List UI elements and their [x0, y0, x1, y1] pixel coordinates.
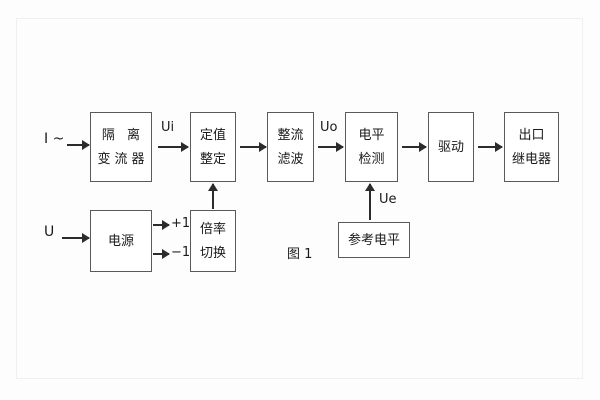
block-line: 切换: [199, 245, 226, 261]
arrow-rail-positive: [153, 224, 169, 226]
signal-label-ue: Ue: [379, 192, 397, 207]
block-line: 隔 离: [101, 127, 145, 143]
block-line: 驱动: [437, 139, 464, 155]
arrow-reference-to-level-detect: [369, 184, 371, 220]
block-setting-adjust: 定值 整定: [190, 112, 236, 182]
arrow-rectify-to-level: [318, 146, 343, 148]
arrow-drive-to-output-relay: [478, 146, 502, 148]
signal-label-uo: Uo: [320, 120, 338, 135]
block-line: 定值: [199, 127, 226, 143]
block-line: 整定: [199, 151, 226, 167]
block-line: 电平: [358, 127, 385, 143]
block-multiplier-switch: 倍率 切换: [190, 210, 236, 272]
figure-caption: 图 1: [287, 247, 313, 262]
block-power-supply: 电源: [90, 210, 152, 272]
figure-frame: [16, 18, 583, 379]
block-line: 整流: [277, 127, 304, 143]
arrow-voltage-to-power-supply: [62, 237, 89, 239]
block-reference-level: 参考电平: [338, 222, 410, 258]
block-line: 出口: [518, 127, 545, 143]
signal-label-ui: Ui: [161, 120, 175, 135]
voltage-input-label: U: [44, 224, 55, 240]
block-line: 继电器: [511, 151, 551, 167]
block-line: 检测: [358, 151, 385, 167]
arrow-current-to-isolation: [67, 144, 89, 146]
block-isolation-transformer: 隔 离 变流器: [90, 112, 152, 182]
block-output-relay: 出口 继电器: [504, 112, 559, 182]
arrow-level-to-drive: [402, 146, 426, 148]
block-drive: 驱动: [428, 112, 474, 182]
arrow-isolation-to-setting: [158, 146, 188, 148]
block-level-detect: 电平 检测: [345, 112, 398, 182]
arrow-setting-to-rectify: [240, 146, 266, 148]
block-line: 变流器: [97, 151, 149, 167]
block-rectify-filter: 整流 滤波: [267, 112, 314, 182]
arrow-rail-negative: [153, 253, 169, 255]
block-line: 滤波: [277, 151, 304, 167]
block-line: 参考电平: [347, 232, 400, 248]
block-line: 倍率: [199, 221, 226, 237]
arrow-multiplier-to-setting: [212, 184, 214, 209]
current-input-label: I ~: [44, 131, 65, 147]
block-line: 电源: [107, 233, 134, 249]
